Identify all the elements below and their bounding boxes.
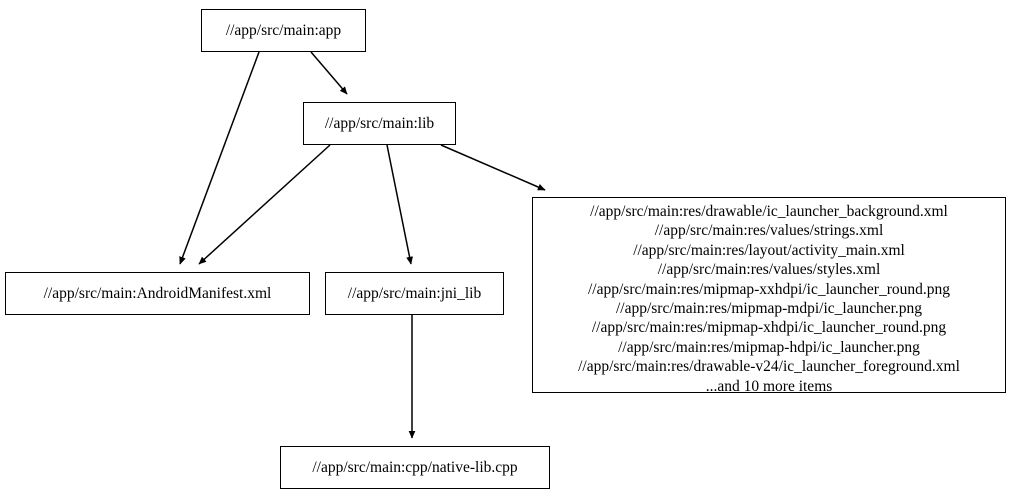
edge-app-to-lib <box>310 51 348 95</box>
graph-node-android-manifest[interactable]: //app/src/main:AndroidManifest.xml <box>5 272 310 315</box>
edge-lib-to-manifest <box>198 144 331 265</box>
graph-node-resources-label: //app/src/main:res/drawable/ic_launcher_… <box>578 203 960 395</box>
graph-node-native-lib-cpp-label: //app/src/main:cpp/native-lib.cpp <box>312 458 518 476</box>
edge-app-to-manifest <box>179 51 260 265</box>
edge-lib-to-resources <box>440 144 546 191</box>
graph-node-app-label: //app/src/main:app <box>225 21 342 39</box>
graph-node-android-manifest-label: //app/src/main:AndroidManifest.xml <box>43 284 272 302</box>
graph-node-jni-lib[interactable]: //app/src/main:jni_lib <box>325 272 504 315</box>
graph-node-lib[interactable]: //app/src/main:lib <box>303 102 456 145</box>
edge-lib-to-jni-lib <box>386 144 413 265</box>
graph-node-native-lib-cpp[interactable]: //app/src/main:cpp/native-lib.cpp <box>280 446 550 489</box>
graph-node-jni-lib-label: //app/src/main:jni_lib <box>347 284 482 302</box>
graph-node-lib-label: //app/src/main:lib <box>324 114 435 132</box>
graph-node-app[interactable]: //app/src/main:app <box>201 9 366 52</box>
graph-node-resources[interactable]: //app/src/main:res/drawable/ic_launcher_… <box>532 197 1006 395</box>
